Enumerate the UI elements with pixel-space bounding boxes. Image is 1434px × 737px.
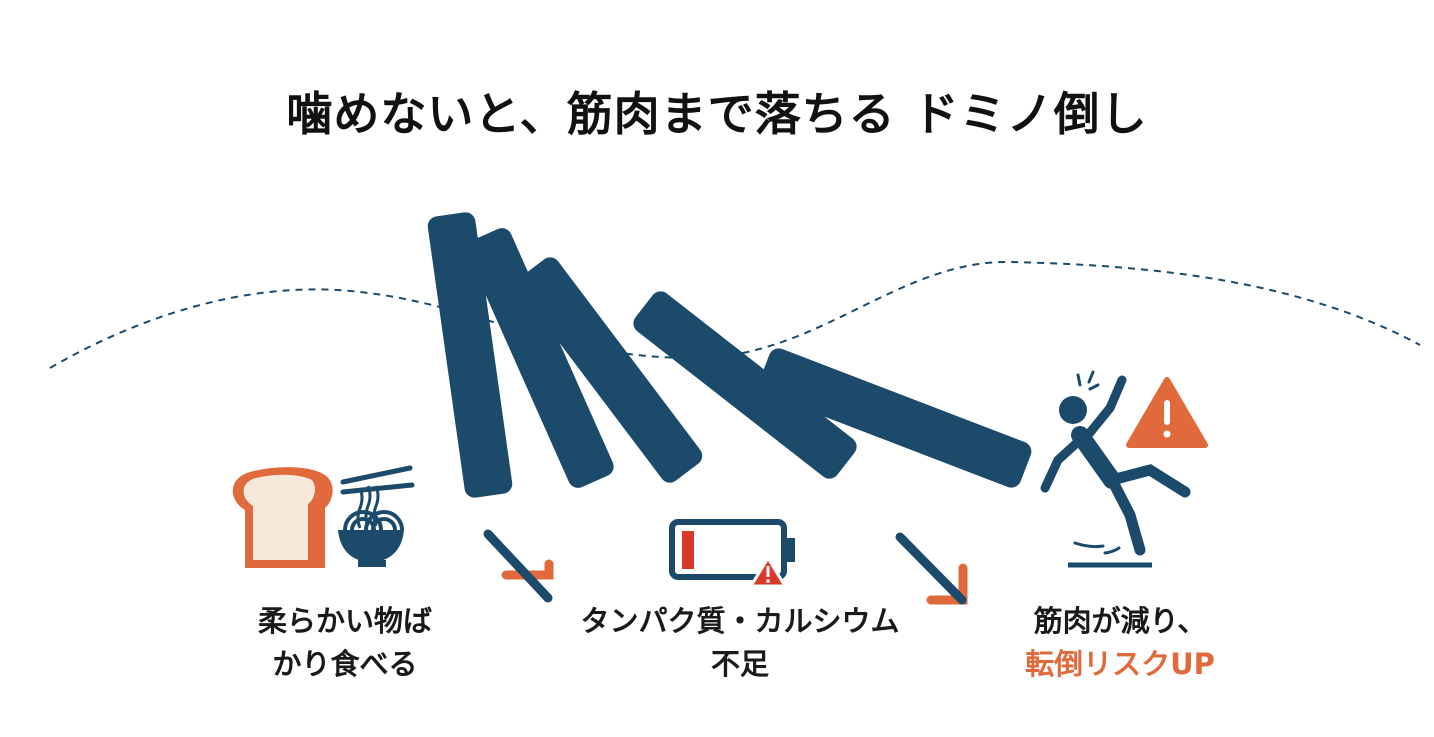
domino-5 <box>758 348 1032 488</box>
arrow-down-right-1 <box>483 529 554 603</box>
step-3-line-1: 筋肉が減り、 <box>1033 604 1207 638</box>
warning-icon <box>748 555 788 588</box>
step-2-caption: タンパク質・カルシウム 不足 <box>555 600 925 686</box>
domino-1 <box>427 212 513 498</box>
falling-person-icon <box>1040 370 1191 568</box>
warning-icon <box>1126 377 1208 448</box>
domino-4 <box>633 291 857 479</box>
page-title: 噛めないと、筋肉まで落ちる ドミノ倒し <box>286 87 1148 141</box>
bread-icon <box>232 467 333 568</box>
step-2-line-1: タンパク質・カルシウム <box>580 604 900 638</box>
domino-2 <box>466 228 614 488</box>
step-3-line-2: 転倒リスクUP <box>1025 647 1215 681</box>
step-3-caption: 筋肉が減り、 転倒リスクUP <box>990 600 1250 686</box>
arrow-down-right-2 <box>895 532 968 605</box>
domino-3 <box>517 257 703 483</box>
low-battery-icon <box>669 519 795 588</box>
step-2-line-2: 不足 <box>710 647 769 681</box>
step-1-line-1: 柔らかい物ば <box>257 604 432 638</box>
step-1-line-2: かり食べる <box>272 647 418 681</box>
noodle-bowl-icon <box>338 465 415 567</box>
step-1-caption: 柔らかい物ば かり食べる <box>200 600 490 686</box>
